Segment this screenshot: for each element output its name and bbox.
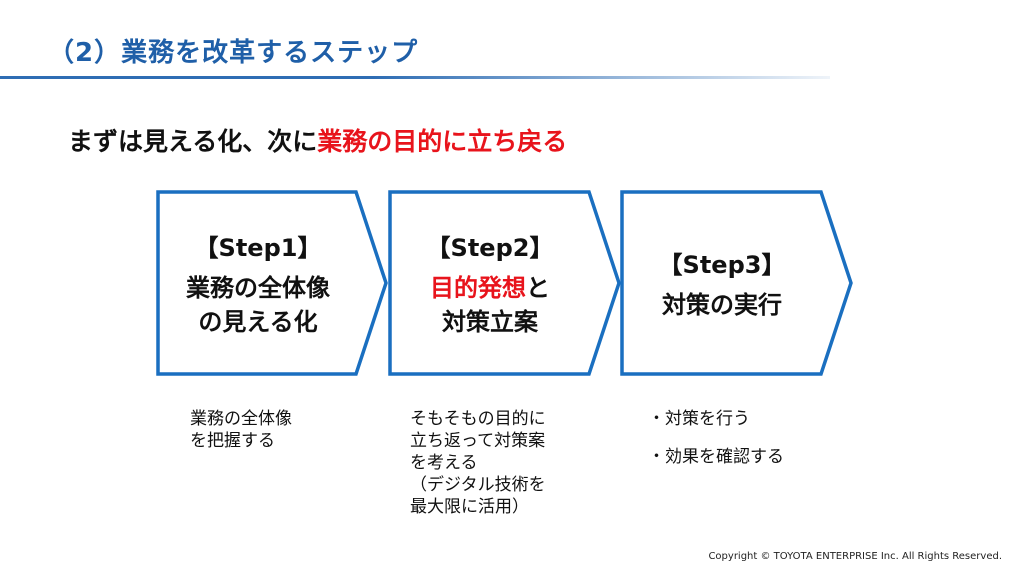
step1-body: 業務の全体像 の見える化 xyxy=(186,271,330,339)
step2-desc-line: を考える xyxy=(410,453,478,473)
step2-body-rest: と xyxy=(526,273,550,302)
step3-bullet: ・効果を確認する xyxy=(648,447,784,467)
step3-box: 【Step3】 対策の実行 xyxy=(624,196,820,370)
slide-title: （2）業務を改革するステップ xyxy=(48,38,419,68)
step3-bullet: ・対策を行う xyxy=(648,409,750,429)
lead-prefix: まずは見える化、次に xyxy=(68,127,318,156)
step1-desc-line: を把握する xyxy=(190,431,275,451)
step1-description: 業務の全体像 を把握する xyxy=(190,408,292,452)
step2-description: そもそもの目的に 立ち返って対策案 を考える （デジタル技術を 最大限に活用） xyxy=(410,408,546,518)
step1-arrow-shape xyxy=(156,190,388,376)
step2-body-accent: 目的発想 xyxy=(430,273,526,302)
step3-label: 【Step3】 xyxy=(658,250,786,279)
step1-body-line2: の見える化 xyxy=(198,307,318,336)
step1-body-line1: 業務の全体像 xyxy=(186,273,330,302)
step2-desc-line: そもそもの目的に xyxy=(410,409,546,429)
step3-body: 対策の実行 xyxy=(662,288,782,322)
step2-arrow-shape xyxy=(388,190,621,376)
title-underline xyxy=(0,76,830,79)
step1-box: 【Step1】 業務の全体像 の見える化 xyxy=(160,196,356,370)
step2-body-line1: 目的発想と xyxy=(430,271,550,305)
step3-body-line1: 対策の実行 xyxy=(662,290,782,319)
step3-description: ・対策を行う ・効果を確認する xyxy=(648,408,784,484)
copyright-footer: Copyright © TOYOTA ENTERPRISE Inc. All R… xyxy=(708,551,1002,562)
step2-label: 【Step2】 xyxy=(426,233,554,262)
step1-label: 【Step1】 xyxy=(194,233,322,262)
step2-desc-line: 最大限に活用） xyxy=(410,497,529,517)
step1-desc-line: 業務の全体像 xyxy=(190,409,292,429)
step2-desc-line: 立ち返って対策案 xyxy=(410,431,546,451)
step2-body: 目的発想と 対策立案 xyxy=(430,271,550,339)
lead-accent: 業務の目的に立ち戻る xyxy=(317,127,568,156)
step2-box: 【Step2】 目的発想と 対策立案 xyxy=(392,196,588,370)
step2-desc-line: （デジタル技術を xyxy=(410,475,546,495)
step2-body-line2: 対策立案 xyxy=(442,307,538,336)
lead-statement: まずは見える化、次に業務の目的に立ち戻る xyxy=(68,122,567,158)
step3-arrow-shape xyxy=(620,190,853,376)
